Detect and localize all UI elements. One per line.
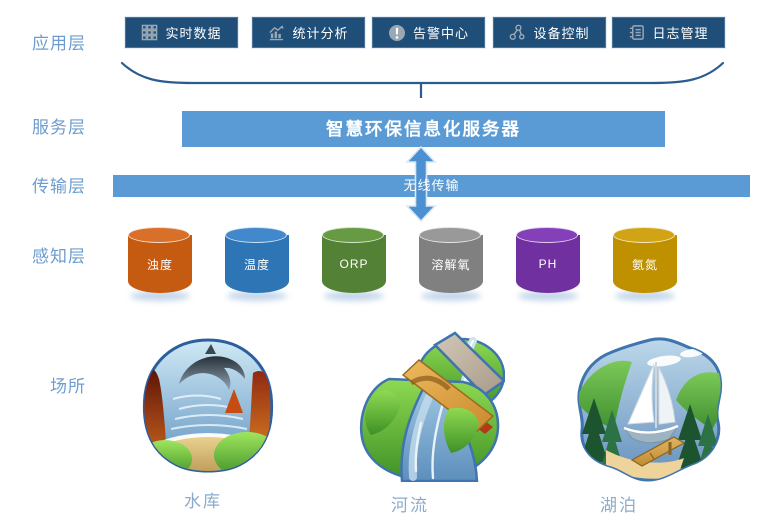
app-button-label: 设备控制	[533, 26, 590, 41]
cylinder-shadow	[324, 291, 384, 301]
grid-icon	[141, 24, 158, 41]
dolphin-shape	[179, 356, 245, 390]
cylinder-shadow	[227, 291, 287, 301]
cylinder-top	[322, 227, 384, 243]
cylinder-top	[128, 227, 190, 243]
up-down-arrow-icon	[405, 145, 437, 223]
layer-label-service: 服务层	[32, 118, 86, 137]
app-button-statistics[interactable]: 统计分析	[252, 17, 365, 48]
cylinder-shadow	[615, 291, 675, 301]
sensor-cylinder-turbidity: 浊度	[128, 227, 192, 301]
site-label-reservoir: 水库	[184, 492, 222, 511]
layer-label-application: 应用层	[32, 34, 86, 53]
sensor-label: 温度	[243, 257, 270, 272]
app-button-label: 实时数据	[165, 26, 222, 41]
sensor-label: 氨氮	[631, 257, 658, 272]
right-hill	[676, 372, 721, 430]
sensor-label: 浊度	[146, 257, 173, 272]
front-left-hill	[365, 390, 401, 435]
app-button-realtime-data[interactable]: 实时数据	[125, 17, 238, 48]
alert-icon	[388, 24, 406, 42]
layer-label-transmission: 传输层	[32, 177, 86, 196]
cylinder-top	[516, 227, 578, 243]
cylinder-body: 温度	[225, 235, 289, 293]
sensor-cylinder-temperature: 温度	[225, 227, 289, 301]
lake-illustration	[577, 337, 723, 482]
sensor-label: 溶解氧	[431, 257, 471, 272]
layer-label-perception: 感知层	[32, 247, 86, 266]
app-button-label: 告警中心	[412, 26, 469, 41]
cylinder-shadow	[518, 291, 578, 301]
sailboat	[623, 362, 679, 444]
chart-icon	[268, 24, 285, 41]
nodes-icon	[509, 24, 526, 41]
sensor-label: ORP	[339, 257, 369, 271]
front-right-hill	[443, 407, 479, 453]
sensor-cylinder-orp: ORP	[322, 227, 386, 301]
app-button-label: 统计分析	[292, 26, 349, 41]
cylinder-shadow	[130, 291, 190, 301]
transmission-bar	[113, 175, 750, 197]
cylinder-top	[419, 227, 481, 243]
site-label-lake: 湖泊	[600, 496, 638, 515]
sensor-cylinder-dissolved-oxygen: 溶解氧	[419, 227, 483, 301]
bridge-arch	[409, 375, 451, 391]
cylinder-body: PH	[516, 235, 580, 293]
app-button-alarm-center[interactable]: 告警中心	[372, 17, 485, 48]
cylinder-body: 溶解氧	[419, 235, 483, 293]
river-illustration	[359, 331, 505, 482]
cylinder-body: 氨氮	[613, 235, 677, 293]
log-icon	[628, 24, 645, 41]
sensor-cylinder-ammonia: 氨氮	[613, 227, 677, 301]
cylinder-top	[225, 227, 287, 243]
reservoir-illustration	[142, 338, 274, 473]
layer-label-sites: 场所	[50, 377, 86, 396]
site-label-river: 河流	[391, 496, 429, 515]
app-button-label: 日志管理	[652, 26, 709, 41]
transmission-bar-label: 无线传输	[403, 178, 460, 193]
dock	[630, 436, 686, 467]
app-button-log-management[interactable]: 日志管理	[612, 17, 725, 48]
cylinder-top	[613, 227, 675, 243]
buoy-shape	[225, 389, 243, 413]
app-button-device-control[interactable]: 设备控制	[493, 17, 606, 48]
sensor-cylinder-ph: PH	[516, 227, 580, 301]
group-brace	[120, 61, 725, 98]
cylinder-shadow	[421, 291, 481, 301]
cylinder-body: ORP	[322, 235, 386, 293]
road	[432, 331, 505, 397]
server-bar: 智慧环保信息化服务器	[182, 111, 665, 147]
sensor-label: PH	[538, 257, 558, 271]
cylinder-body: 浊度	[128, 235, 192, 293]
